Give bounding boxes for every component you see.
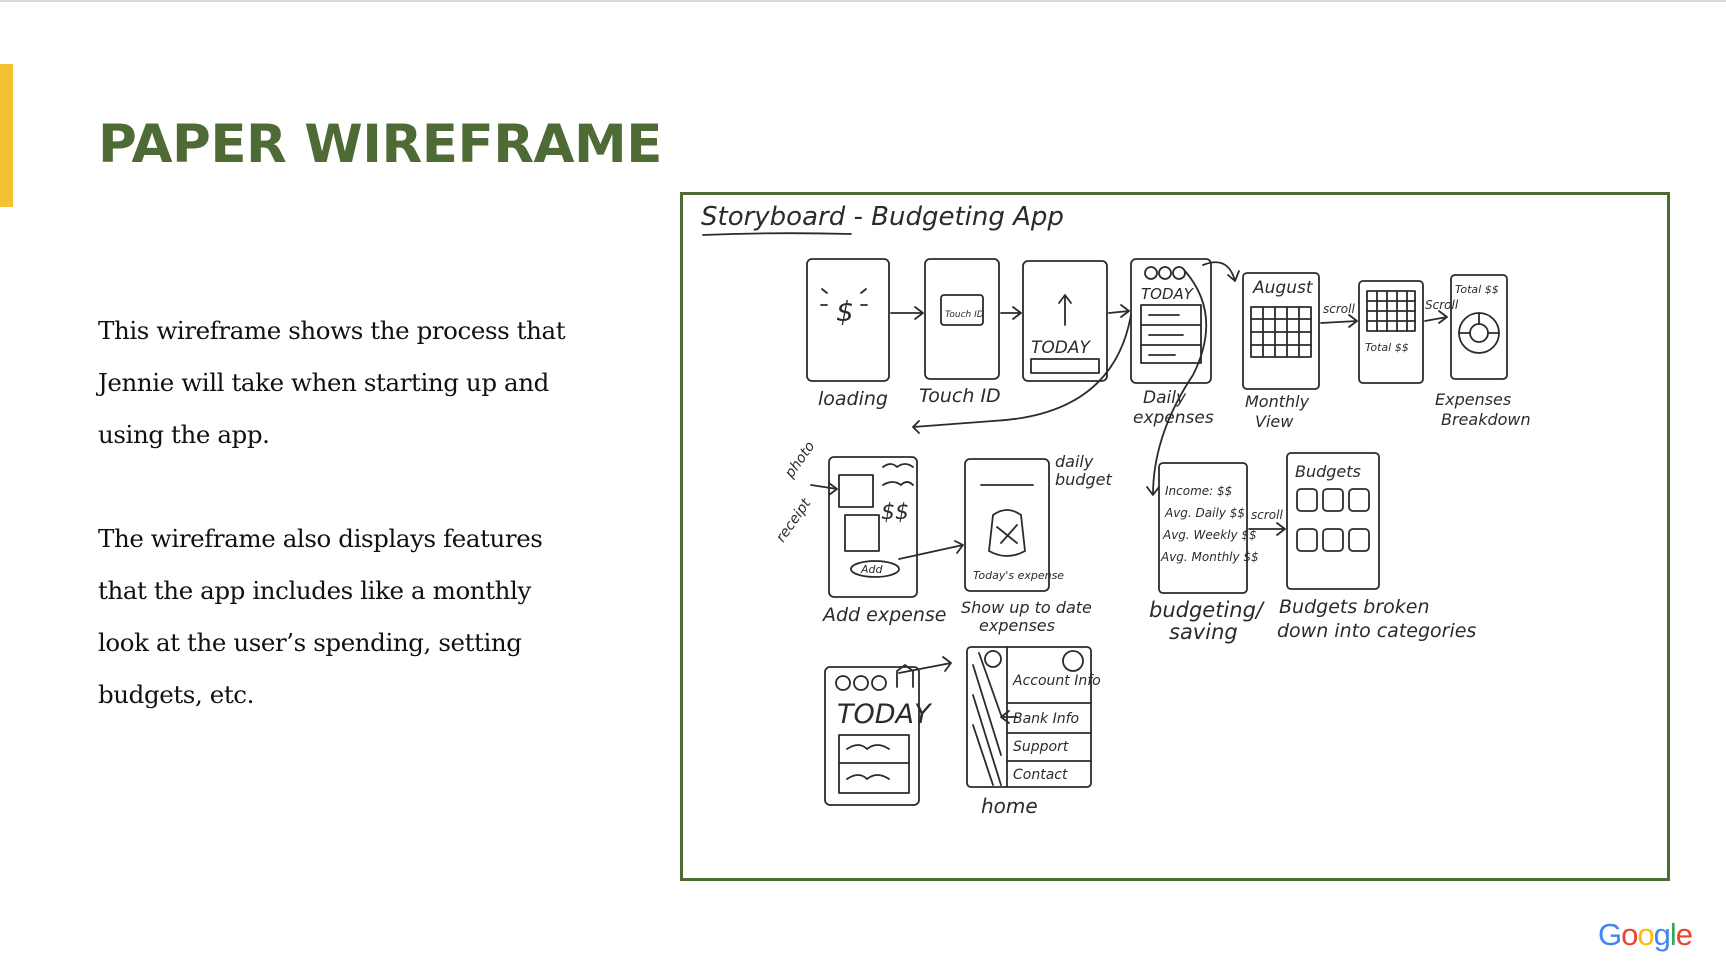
arrow bbox=[1248, 522, 1286, 536]
arrow bbox=[1000, 306, 1022, 320]
screen-daily-expenses: TODAY Daily expenses bbox=[1130, 258, 1214, 428]
svg-text:Total $$: Total $$ bbox=[1365, 341, 1409, 354]
svg-text:receipt: receipt bbox=[773, 496, 814, 546]
caption-loading: loading bbox=[818, 388, 888, 410]
caption-add-expense: Add expense bbox=[821, 604, 946, 626]
paragraph-intro: This wireframe shows the process that Je… bbox=[98, 316, 566, 449]
svg-text:TODAY: TODAY bbox=[1031, 338, 1091, 358]
caption-daily-2: expenses bbox=[1133, 408, 1214, 428]
heading-underline bbox=[702, 232, 852, 236]
svg-text:Avg. Monthly $$: Avg. Monthly $$ bbox=[1160, 550, 1259, 564]
arrow bbox=[1320, 314, 1358, 328]
google-logo: Google bbox=[1598, 917, 1693, 953]
arrow bbox=[1202, 261, 1240, 282]
arrow bbox=[912, 314, 1132, 434]
svg-text:Budgets: Budgets bbox=[1295, 462, 1361, 481]
caption-monthly-2: View bbox=[1255, 412, 1294, 431]
caption-budgets-1: Budgets broken bbox=[1279, 596, 1430, 618]
slide-title: PAPER WIREFRAME bbox=[98, 114, 662, 175]
svg-text:daily: daily bbox=[1055, 452, 1094, 471]
svg-text:$$: $$ bbox=[881, 500, 909, 525]
caption-breakdown-2: Breakdown bbox=[1441, 410, 1531, 429]
screen-touch-id: Touch ID Touch ID bbox=[919, 258, 1001, 407]
screen-add-expense: $$ Add photo receipt Add expense bbox=[773, 439, 946, 626]
svg-text:Contact: Contact bbox=[1013, 767, 1068, 783]
svg-text:Add: Add bbox=[860, 563, 884, 576]
svg-text:Avg. Daily $$: Avg. Daily $$ bbox=[1164, 506, 1245, 520]
arrow bbox=[898, 540, 964, 560]
logo-letter: o bbox=[1621, 917, 1638, 952]
logo-letter: e bbox=[1675, 917, 1693, 952]
caption-breakdown-1: Expenses bbox=[1435, 390, 1511, 409]
caption-budgets-2: down into categories bbox=[1277, 620, 1476, 642]
svg-text:Support: Support bbox=[1013, 739, 1069, 755]
screen-today-intro: TODAY bbox=[1022, 260, 1108, 382]
screen-total: Total $$ bbox=[1358, 280, 1424, 384]
screen-budgets: Budgets Budgets broken down into categor… bbox=[1277, 452, 1476, 642]
screen-today-expense: Today's expense daily budget Show up to … bbox=[961, 452, 1112, 635]
caption-budgeting-1: budgeting/ bbox=[1149, 598, 1265, 622]
screen-budgeting: Income: $$ Avg. Daily $$ Avg. Weekly $$ … bbox=[1149, 462, 1265, 644]
screen-loading: $ loading bbox=[806, 258, 890, 410]
svg-text:Bank Info: Bank Info bbox=[1013, 711, 1079, 727]
label-scroll-3: scroll bbox=[1251, 508, 1283, 522]
svg-text:TODAY: TODAY bbox=[837, 699, 933, 730]
svg-text:August: August bbox=[1252, 278, 1314, 298]
svg-text:Account Info: Account Info bbox=[1012, 673, 1101, 689]
paragraph-features: The wireframe also displays features tha… bbox=[98, 524, 543, 709]
storyboard-drawing: Storyboard - Budgeting App $ loading Tou… bbox=[701, 202, 1531, 818]
label-scroll-1: scroll bbox=[1323, 302, 1355, 316]
arrow bbox=[898, 656, 952, 674]
caption-daily-1: Daily bbox=[1143, 388, 1187, 408]
caption-monthly-1: Monthly bbox=[1245, 392, 1310, 411]
svg-text:Total $$: Total $$ bbox=[1455, 283, 1499, 296]
svg-text:photo: photo bbox=[781, 439, 818, 482]
svg-text:budget: budget bbox=[1055, 470, 1112, 489]
caption-budgeting-2: saving bbox=[1169, 620, 1238, 644]
logo-letter: G bbox=[1598, 917, 1622, 952]
screen-today-home: TODAY bbox=[824, 664, 933, 806]
arrow bbox=[890, 306, 924, 320]
accent-bar bbox=[0, 64, 13, 207]
logo-letter: l bbox=[1669, 917, 1677, 952]
screen-monthly-view: August Monthly View bbox=[1242, 272, 1320, 431]
logo-letter: o bbox=[1637, 917, 1654, 952]
svg-text:Avg. Weekly $$: Avg. Weekly $$ bbox=[1162, 528, 1257, 542]
label-scroll-2: Scroll bbox=[1425, 298, 1459, 312]
screen-menu: Account Info Bank Info Support Contact h… bbox=[966, 646, 1101, 818]
caption-today-expense-2: expenses bbox=[979, 616, 1055, 635]
screen-breakdown: Total $$ Expenses Breakdown bbox=[1435, 274, 1531, 429]
svg-text:Today's expense: Today's expense bbox=[973, 569, 1064, 582]
storyboard-sketch: Storyboard - Budgeting App $ loading Tou… bbox=[680, 192, 1670, 881]
arrow bbox=[1108, 304, 1130, 318]
arrow bbox=[1424, 310, 1448, 324]
slide-body: This wireframe shows the process that Je… bbox=[98, 305, 568, 773]
top-divider bbox=[0, 0, 1726, 2]
arrow bbox=[1146, 270, 1208, 496]
svg-text:Touch ID: Touch ID bbox=[945, 310, 984, 320]
caption-home: home bbox=[981, 794, 1038, 818]
svg-text:Income: $$: Income: $$ bbox=[1165, 484, 1232, 498]
storyboard-heading: Storyboard - Budgeting App bbox=[701, 202, 1064, 232]
svg-text:TODAY: TODAY bbox=[1141, 285, 1195, 303]
dollar-icon: $ bbox=[836, 295, 854, 328]
logo-letter: g bbox=[1653, 917, 1671, 952]
caption-today-expense-1: Show up to date bbox=[961, 598, 1092, 617]
caption-touch-id: Touch ID bbox=[919, 385, 1001, 407]
